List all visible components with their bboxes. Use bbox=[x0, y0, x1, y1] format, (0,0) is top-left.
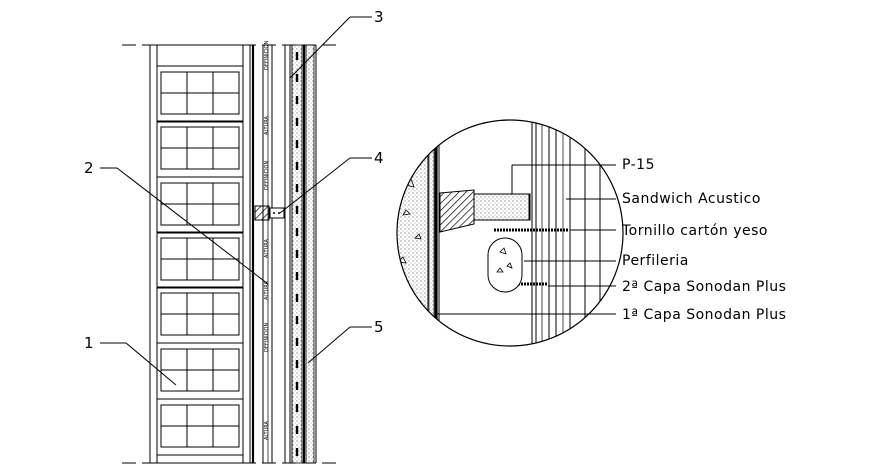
concrete-substrate bbox=[397, 120, 428, 346]
brick bbox=[156, 231, 244, 289]
callout-3-number: 3 bbox=[374, 8, 384, 26]
callout-3: 3 bbox=[289, 8, 384, 79]
profile-section bbox=[487, 237, 523, 293]
callout-1: 1 bbox=[84, 334, 177, 386]
cavity-annotation: ALTURA bbox=[264, 280, 270, 300]
label-sandwich-acustico: Sandwich Acustico bbox=[622, 191, 761, 207]
callout-4-number: 4 bbox=[374, 149, 384, 167]
label-capa-2: 2ª Capa Sonodan Plus bbox=[622, 279, 786, 295]
cavity-annotation: ALTURA bbox=[264, 420, 270, 440]
brick bbox=[156, 176, 244, 234]
brick-wall bbox=[149, 44, 251, 464]
brick bbox=[156, 398, 244, 456]
label-tornillo: Tornillo cartón yeso bbox=[621, 223, 768, 239]
brick bbox=[156, 65, 244, 123]
detail-circle bbox=[396, 119, 624, 347]
callout-4: 4 bbox=[279, 149, 384, 214]
cavity-annotation: DEFINICION bbox=[264, 41, 270, 70]
cavity-annotation: DEFINICION bbox=[264, 161, 270, 190]
brick-courses bbox=[156, 65, 244, 456]
junction-block bbox=[254, 205, 270, 221]
p15-profile bbox=[473, 193, 531, 221]
callout-2: 2 bbox=[84, 159, 269, 285]
cavity-annotation: ALTURA bbox=[264, 115, 270, 135]
callout-2-number: 2 bbox=[84, 159, 94, 177]
label-p15: P-15 bbox=[622, 157, 655, 173]
wall-section: DEFINICION ALTURA DEFINICION ALTURA ALTURA DE… bbox=[84, 8, 384, 464]
zoom-detail: P-15 Sandwich Acustico Tornillo cartón y… bbox=[396, 119, 786, 347]
callout-5-number: 5 bbox=[374, 318, 384, 336]
callout-5: 5 bbox=[307, 318, 384, 364]
cavity-text: DEFINICION ALTURA DEFINICION ALTURA ALTURA DE… bbox=[264, 41, 270, 440]
brick bbox=[156, 120, 244, 178]
brick bbox=[156, 342, 244, 400]
label-perfileria: Perfileria bbox=[622, 253, 689, 269]
label-capa-1: 1ª Capa Sonodan Plus bbox=[622, 307, 786, 323]
brick bbox=[156, 286, 244, 344]
cavity-annotation: DEFINICION bbox=[264, 323, 270, 352]
callout-1-number: 1 bbox=[84, 334, 94, 352]
anchor-bracket bbox=[439, 189, 475, 233]
cavity-annotation: ALTURA bbox=[264, 238, 270, 258]
